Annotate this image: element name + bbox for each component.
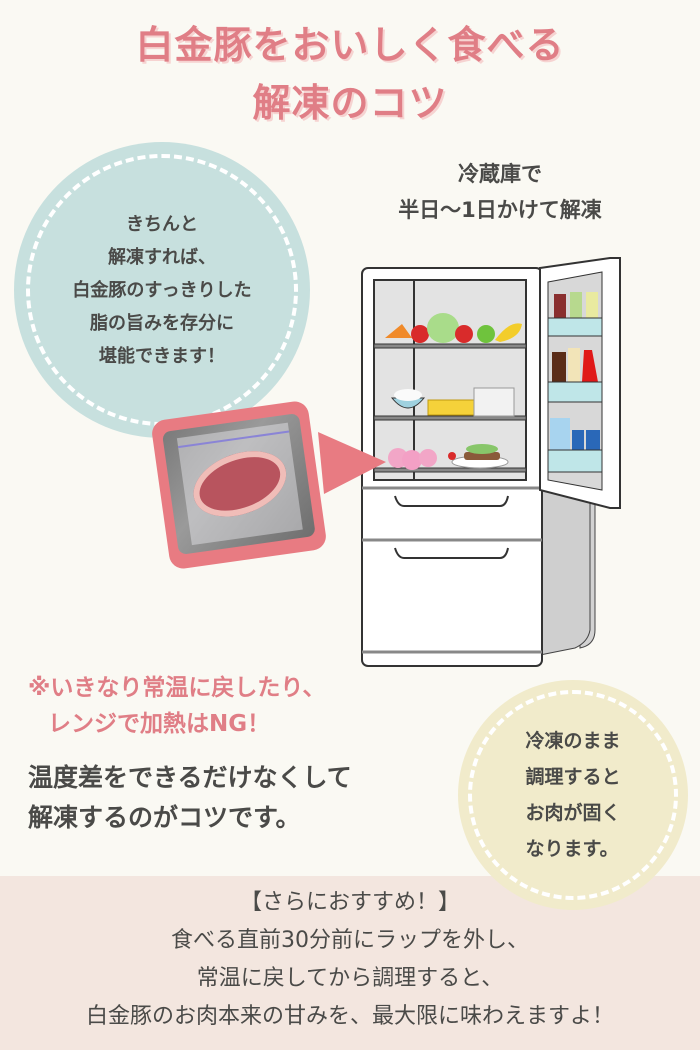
recommend-heading: 【さらにおすすめ！】	[239, 890, 460, 915]
recommend-text: 【さらにおすすめ！】 食べる直前30分前にラップを外し、 常温に戻してから調理す…	[0, 884, 700, 1036]
arrow-right-icon	[318, 432, 386, 494]
info-bubble-right: 冷凍のまま 調理すると お肉が固く なります。	[458, 680, 688, 910]
refrigerator-illustration	[361, 257, 621, 667]
frozen-pork-photo-frame	[150, 399, 328, 571]
frozen-pork-photo	[161, 413, 316, 556]
page-title-line-2: 解凍のコツ	[252, 81, 448, 125]
info-bubble-right-text: 冷凍のまま 調理すると お肉が固く なります。	[525, 730, 621, 860]
fridge-thaw-note: 冷蔵庫で 半日〜1日かけて解凍	[398, 162, 602, 222]
info-bubble-left: きちんと 解凍すれば、 白金豚のすっきりした 脂の旨みを存分に 堪能できます！	[14, 142, 310, 438]
warning-text: ※いきなり常温に戻したり、 レンジで加熱はNG！	[28, 675, 326, 737]
page-title-line-1: 白金豚をおいしく食べる	[135, 23, 565, 67]
info-bubble-left-text: きちんと 解凍すれば、 白金豚のすっきりした 脂の旨みを存分に 堪能できます！	[72, 213, 252, 367]
tip-text: 温度差をできるだけなくして 解凍するのがコツです。	[28, 763, 352, 832]
